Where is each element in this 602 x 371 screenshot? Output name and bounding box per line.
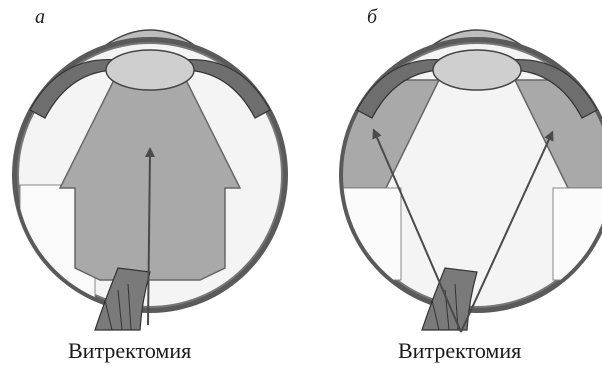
caption: Витректомия (68, 338, 191, 364)
panel-letter: б (367, 6, 377, 29)
lens (433, 50, 521, 90)
lens (106, 50, 194, 90)
eye-cross-section-a (0, 0, 301, 371)
eye-diagram-a: а Витректомия (0, 0, 301, 371)
eye-diagram-b: б Витректомия (301, 0, 602, 371)
caption: Витректомия (398, 338, 521, 364)
eye-cross-section-b (301, 0, 602, 371)
panel-letter: а (35, 6, 45, 29)
